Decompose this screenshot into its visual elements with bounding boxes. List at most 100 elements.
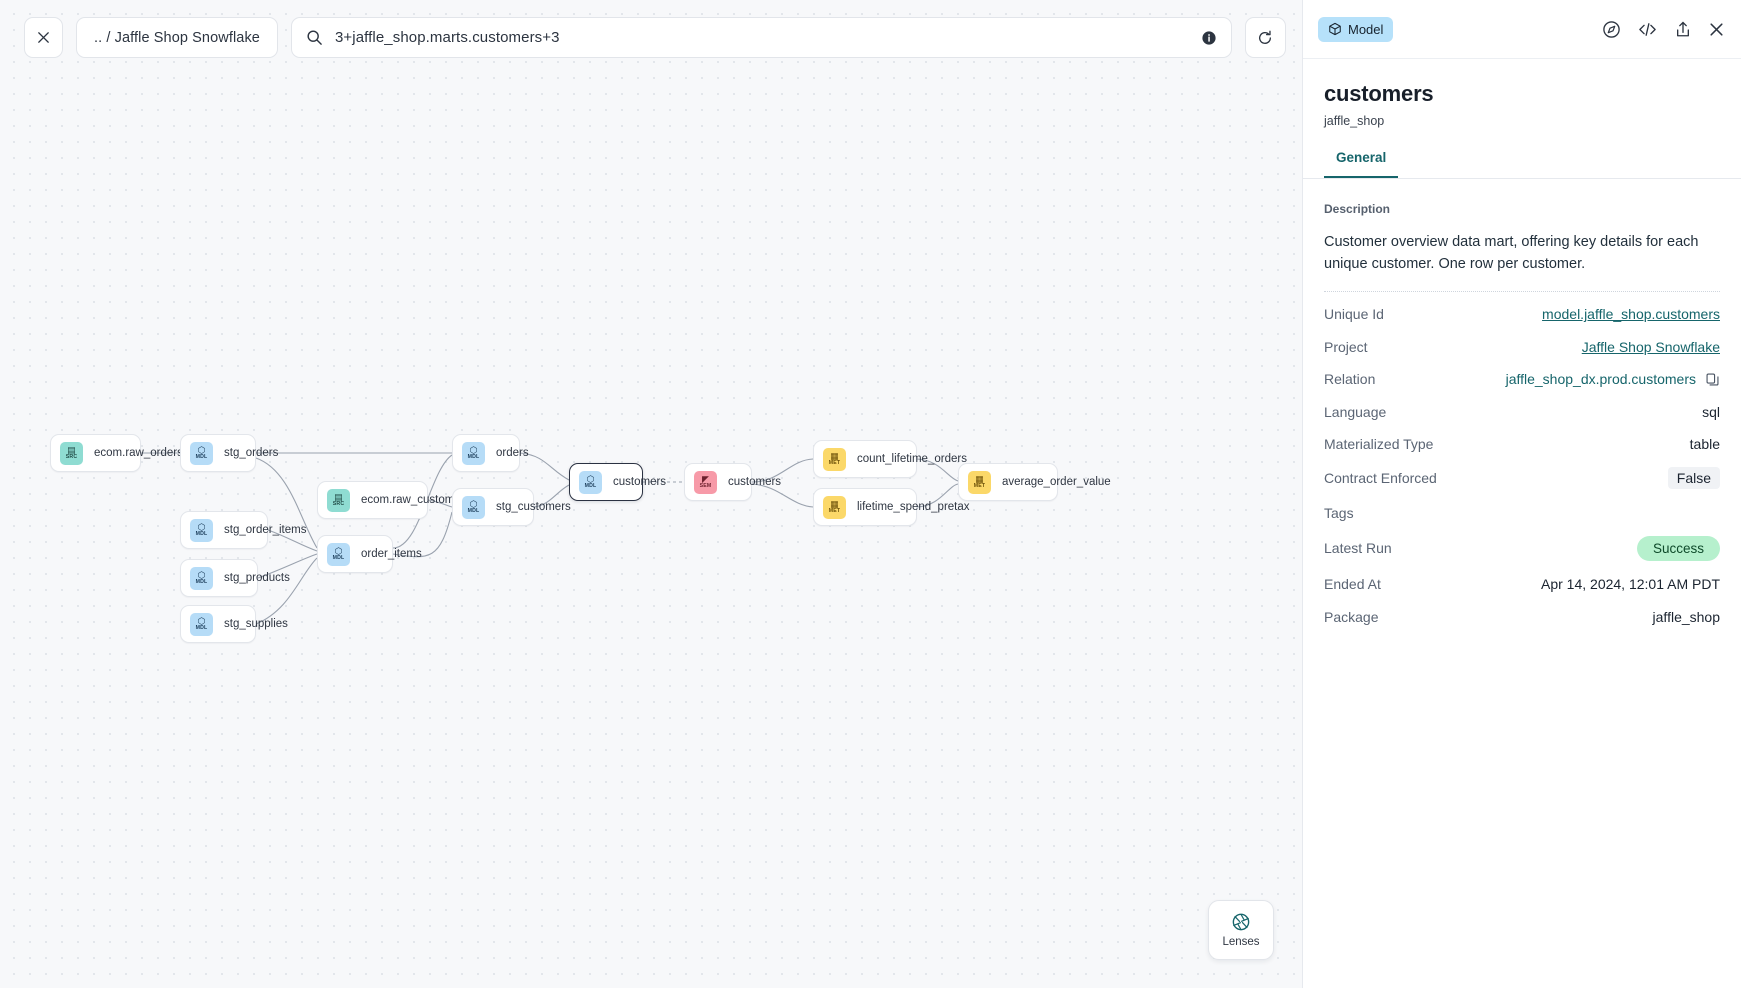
search-input[interactable]: 3+jaffle_shop.marts.customers+3 [290, 17, 1232, 58]
description-label: Description [1324, 202, 1391, 216]
code-icon[interactable] [1637, 20, 1658, 39]
node-label: stg_products [224, 572, 290, 584]
graph-node[interactable]: ▦MET count_lifetime_orders [813, 440, 967, 478]
lineage-graph: ▤SRC ecom.raw_orders ⬡MDL stg_orders ▤SR… [50, 434, 1111, 643]
node-type-badge-met: ▦MET [823, 447, 846, 471]
node-type-badge-mdl: ⬡MDL [579, 470, 602, 494]
property-key: Unique Id [1324, 306, 1384, 323]
property-row: Package jaffle_shop [1324, 600, 1720, 633]
node-label: stg_order_items [224, 524, 307, 536]
info-icon[interactable] [1201, 30, 1217, 46]
node-type-badge-src: ▤SRC [60, 441, 83, 465]
property-key: Ended At [1324, 576, 1381, 593]
property-key: Package [1324, 608, 1379, 625]
graph-node[interactable]: ⬡MDL stg_customers [452, 488, 571, 526]
graph-node[interactable]: ◤SEM customers [684, 463, 781, 501]
property-value-unique-id[interactable]: model.jaffle_shop.customers [1542, 306, 1720, 323]
graph-node[interactable]: ▦MET average_order_value [958, 463, 1111, 501]
details-panel: Model [1302, 0, 1741, 988]
node-type-badge-mdl: ⬡MDL [327, 542, 350, 566]
node-label: ecom.raw_orders [94, 447, 183, 459]
panel-actions [1602, 20, 1725, 39]
node-label: ecom.raw_customers [361, 494, 471, 506]
node-type-badge-mdl: ⬡MDL [462, 495, 485, 519]
property-row: Latest Run Success [1324, 529, 1720, 568]
resource-type-label: Model [1348, 21, 1384, 37]
properties-list: Unique Id model.jaffle_shop.customers Pr… [1324, 298, 1720, 633]
node-label: lifetime_spend_pretax [857, 501, 970, 513]
node-label: stg_customers [496, 501, 571, 513]
lineage-canvas[interactable]: .. / Jaffle Shop Snowflake 3+jaffle_shop… [0, 0, 1302, 988]
explore-icon[interactable] [1602, 20, 1621, 39]
property-value-materialized-type: table [1689, 436, 1720, 453]
lenses-label: Lenses [1222, 936, 1260, 948]
property-value-language: sql [1702, 403, 1720, 420]
refresh-icon [1259, 30, 1272, 44]
property-key: Materialized Type [1324, 436, 1434, 453]
property-key: Latest Run [1324, 540, 1392, 557]
graph-node[interactable]: ▤SRC ecom.raw_orders [50, 434, 183, 472]
node-type-badge-mdl: ⬡MDL [190, 441, 213, 465]
breadcrumb-label: .. / Jaffle Shop Snowflake [94, 29, 260, 46]
graph-node[interactable]: ⬡MDL stg_supplies [180, 605, 288, 643]
node-label: average_order_value [1002, 476, 1111, 488]
panel-header: customers jaffle_shop [1303, 59, 1741, 128]
graph-node[interactable]: ▤SRC ecom.raw_customers [317, 481, 470, 519]
status-badge: Success [1636, 535, 1720, 561]
node-type-badge-met: ▦MET [823, 495, 846, 519]
property-value-package: jaffle_shop [1652, 608, 1720, 625]
property-key: Contract Enforced [1324, 470, 1437, 487]
divider [1324, 290, 1720, 292]
share-icon[interactable] [1674, 20, 1692, 39]
close-graph-button[interactable] [24, 17, 63, 58]
graph-node[interactable]: ⬡MDL stg_products [180, 559, 290, 597]
node-type-badge-mdl: ⬡MDL [190, 518, 213, 542]
tab-general[interactable]: General [1324, 150, 1399, 178]
property-row: Relation jaffle_shop_dx.prod.customers [1324, 363, 1720, 396]
lineage-edges [141, 452, 959, 625]
node-label: count_lifetime_orders [857, 453, 967, 465]
breadcrumb[interactable]: .. / Jaffle Shop Snowflake [76, 17, 278, 58]
page-title: customers [1324, 81, 1434, 106]
relation-value-wrap: jaffle_shop_dx.prod.customers [1506, 371, 1720, 387]
property-key: Project [1324, 338, 1368, 355]
node-label: orders [496, 447, 529, 459]
panel-toolbar: Model [1303, 0, 1741, 59]
graph-node-selected[interactable]: ⬡MDL customers [569, 463, 666, 501]
property-row: Materialized Type table [1324, 428, 1720, 461]
property-value-project[interactable]: Jaffle Shop Snowflake [1581, 338, 1720, 355]
search-value: 3+jaffle_shop.marts.customers+3 [334, 29, 560, 46]
property-row: Unique Id model.jaffle_shop.customers [1324, 298, 1720, 331]
property-key: Language [1324, 403, 1387, 420]
panel-tabs: General [1303, 150, 1741, 179]
lenses-button[interactable]: Lenses [1208, 900, 1274, 960]
copy-icon[interactable] [1705, 372, 1720, 387]
property-value-relation: jaffle_shop_dx.prod.customers [1505, 371, 1696, 388]
graph-node[interactable]: ⬡MDL orders [452, 434, 529, 472]
graph-node[interactable]: ⬡MDL stg_order_items [180, 511, 306, 549]
resource-type-chip: Model [1318, 16, 1394, 42]
node-label: order_items [361, 548, 422, 560]
property-key: Tags [1324, 504, 1354, 521]
property-row: Tags [1324, 496, 1720, 529]
graph-node[interactable]: ▦MET lifetime_spend_pretax [813, 488, 970, 526]
node-type-badge-mdl: ⬡MDL [190, 612, 213, 636]
property-value-ended-at: Apr 14, 2024, 12:01 AM PDT [1541, 576, 1720, 593]
graph-node[interactable]: ⬡MDL stg_orders [180, 434, 278, 472]
node-label: stg_orders [224, 447, 279, 459]
node-type-badge-sem: ◤SEM [694, 470, 717, 494]
node-label: stg_supplies [224, 618, 288, 630]
graph-node[interactable]: ⬡MDL order_items [317, 535, 422, 573]
node-type-badge-mdl: ⬡MDL [462, 441, 485, 465]
property-row: Project Jaffle Shop Snowflake [1324, 330, 1720, 363]
close-icon[interactable] [1708, 21, 1725, 38]
canvas-toolbar: .. / Jaffle Shop Snowflake 3+jaffle_shop… [24, 17, 1286, 58]
panel-body: Description Customer overview data mart,… [1303, 179, 1741, 633]
description-text: Customer overview data mart, offering ke… [1324, 234, 1699, 273]
property-row: Ended At Apr 14, 2024, 12:01 AM PDT [1324, 568, 1720, 601]
page-subtitle: jaffle_shop [1324, 114, 1385, 128]
property-value-contract-enforced: False [1667, 467, 1720, 490]
node-label: customers [613, 476, 667, 488]
refresh-button[interactable] [1244, 17, 1286, 58]
